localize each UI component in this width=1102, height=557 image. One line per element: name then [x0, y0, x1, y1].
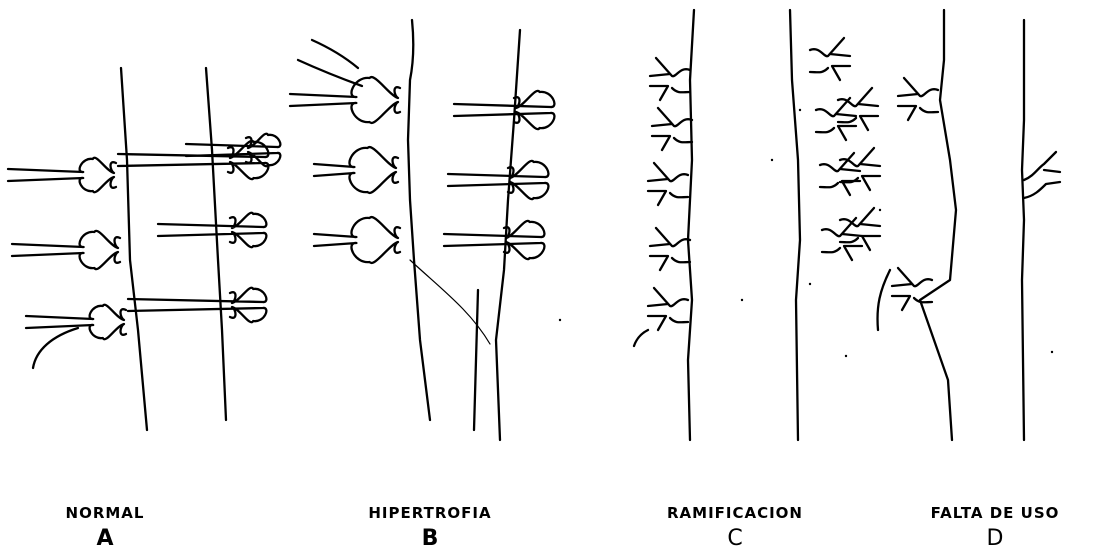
spine-c-14 [892, 268, 932, 310]
spine-a-3 [26, 305, 126, 339]
caption-normal-title: NORMAL [40, 504, 170, 522]
caption-normal: NORMAL A [40, 504, 170, 552]
spine-d-1 [1024, 152, 1060, 198]
caption-hipertrofia-title: HIPERTROFIA [340, 504, 520, 522]
speck-dot [799, 109, 801, 111]
spine-c-3 [648, 163, 688, 205]
dendrite-shaft-c1 [688, 10, 694, 440]
caption-falta-de-uso: FALTA DE USO D [895, 504, 1095, 552]
caption-hipertrofia-letter: B [340, 526, 520, 552]
spine-a-1 [8, 158, 116, 192]
spine-b-2 [158, 213, 266, 247]
speck-dot [879, 209, 881, 211]
spine-b-10 [444, 221, 544, 259]
dendrite-shaft-b4 [474, 290, 478, 430]
spine-b-6 [314, 147, 398, 193]
caption-hipertrofia: HIPERTROFIA B [340, 504, 520, 552]
spine-c-13 [898, 78, 938, 120]
caption-ramificacion: RAMIFICACION C [645, 504, 825, 552]
spine-a-3-tail [33, 328, 78, 368]
spine-b-5 [290, 77, 400, 123]
spine-c-14-tail [878, 270, 891, 330]
speck-dot [741, 299, 743, 301]
speck-dot [771, 159, 773, 161]
spine-b-8 [454, 91, 554, 129]
spine-b-3 [128, 288, 266, 322]
dendrite-shaft-b2 [408, 20, 430, 420]
spine-c-2 [652, 108, 692, 150]
spine-b-9 [448, 161, 548, 199]
dendrite-shaft-b1 [206, 68, 226, 420]
dendrite-drawing [8, 10, 1060, 440]
dendrite-shaft-d [1022, 20, 1024, 440]
spine-c-6 [810, 38, 850, 80]
speck-dot [809, 283, 811, 285]
dendrite-shaft-c3 [920, 10, 956, 440]
spine-b-7 [314, 217, 400, 263]
speck-dot [559, 319, 561, 321]
caption-ramificacion-letter: C [645, 526, 825, 552]
spine-c-4 [650, 228, 690, 270]
spine-a-2 [12, 231, 120, 269]
spine-c-10 [838, 88, 878, 130]
caption-falta-de-uso-title: FALTA DE USO [895, 504, 1095, 522]
speck-dot [1051, 351, 1053, 353]
dendrite-shaft-a [121, 68, 147, 430]
spine-b-5-neck2 [312, 40, 358, 68]
dendrite-shaft-c2 [790, 10, 800, 440]
spine-c-1 [650, 58, 690, 100]
spine-c-5-tail [634, 330, 648, 346]
caption-ramificacion-title: RAMIFICACION [645, 504, 825, 522]
spine-c-5 [648, 288, 688, 330]
speck-dot [845, 355, 847, 357]
caption-normal-letter: A [40, 526, 170, 552]
caption-falta-de-uso-letter: D [895, 526, 1095, 552]
